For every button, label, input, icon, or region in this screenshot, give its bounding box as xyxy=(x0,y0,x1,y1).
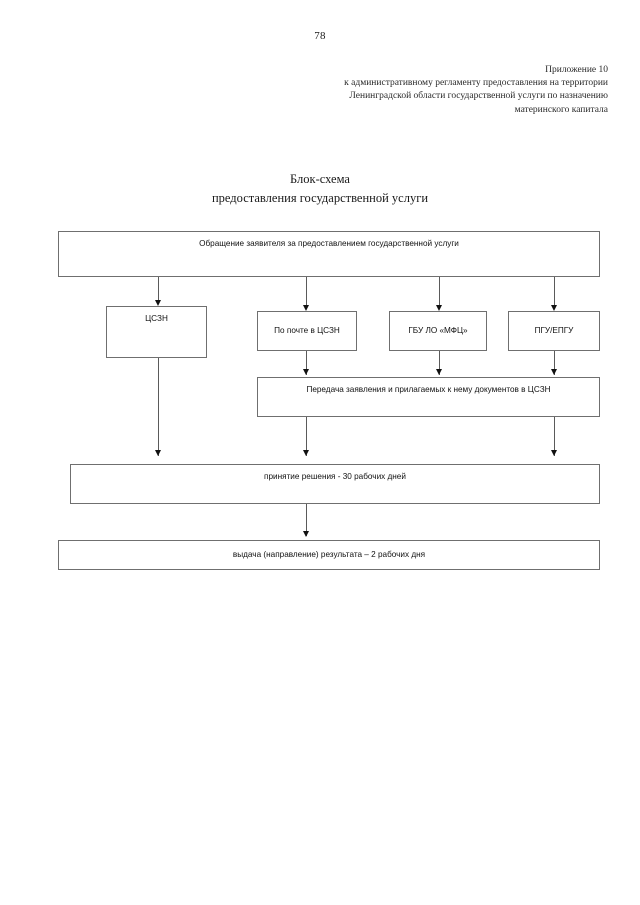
arrowhead-post-transfer xyxy=(302,369,309,375)
connector-decision-result xyxy=(306,504,307,536)
connector-post-transfer xyxy=(306,351,307,375)
flow-node-decision-label: принятие решения - 30 рабочих дней xyxy=(264,472,406,481)
page-title-line-2: предоставления государственной услуги xyxy=(211,191,429,205)
flow-node-pgu-label: ПГУ/ЕПГУ xyxy=(534,326,574,335)
flow-node-decision: принятие решения - 30 рабочих дней xyxy=(70,464,600,504)
appendix-line-3: Ленинградской области государственной ус… xyxy=(349,91,608,102)
flow-node-result-label: выдача (направление) результата – 2 рабо… xyxy=(232,550,426,559)
page-number: 78 xyxy=(314,30,326,42)
connector-transfer-decision-right xyxy=(554,417,555,456)
appendix-line-1: Приложение 10 xyxy=(545,65,608,75)
arrowhead-cszn-decision xyxy=(154,450,161,456)
arrowhead-transfer-decision-left xyxy=(302,450,309,456)
arrowhead-request-mfc xyxy=(435,305,442,311)
flow-node-cszn: ЦСЗН xyxy=(106,306,207,358)
connector-cszn-decision xyxy=(158,358,159,456)
page-title-line-1: Блок-схема xyxy=(290,172,350,186)
flow-node-request-label: Обращение заявителя за предоставлением г… xyxy=(199,239,459,248)
arrowhead-decision-result xyxy=(302,531,309,537)
flow-node-post-label: По почте в ЦСЗН xyxy=(274,326,340,335)
arrowhead-request-post xyxy=(302,305,309,311)
arrowhead-transfer-decision-right xyxy=(550,450,557,456)
flow-node-result: выдача (направление) результата – 2 рабо… xyxy=(58,540,600,570)
arrowhead-mfc-transfer xyxy=(435,369,442,375)
connector-pgu-transfer xyxy=(554,351,555,375)
flow-node-pgu: ПГУ/ЕПГУ xyxy=(508,311,600,351)
flow-node-mfc: ГБУ ЛО «МФЦ» xyxy=(389,311,487,351)
appendix-line-2: к административному регламенту предостав… xyxy=(344,78,608,89)
flow-node-transfer-label: Передача заявления и прилагаемых к нему … xyxy=(306,385,551,394)
flow-node-request: Обращение заявителя за предоставлением г… xyxy=(58,231,600,277)
arrowhead-request-pgu xyxy=(550,305,557,311)
connector-request-mfc xyxy=(439,277,440,308)
appendix-reference: Приложение 10 к административному реглам… xyxy=(248,64,608,117)
flow-node-transfer: Передача заявления и прилагаемых к нему … xyxy=(257,377,600,417)
flow-node-cszn-label: ЦСЗН xyxy=(145,314,168,323)
connector-request-pgu xyxy=(554,277,555,308)
connector-mfc-transfer xyxy=(439,351,440,375)
appendix-line-4: материнского капитала xyxy=(514,104,608,115)
flow-node-mfc-label: ГБУ ЛО «МФЦ» xyxy=(408,326,468,335)
page-title: Блок-схема предоставления государственно… xyxy=(0,170,640,208)
arrowhead-request-cszn xyxy=(154,300,161,306)
connector-request-post xyxy=(306,277,307,308)
flow-node-post: По почте в ЦСЗН xyxy=(257,311,357,351)
connector-transfer-decision-left xyxy=(306,417,307,456)
connector-request-cszn xyxy=(158,277,159,303)
arrowhead-pgu-transfer xyxy=(550,369,557,375)
